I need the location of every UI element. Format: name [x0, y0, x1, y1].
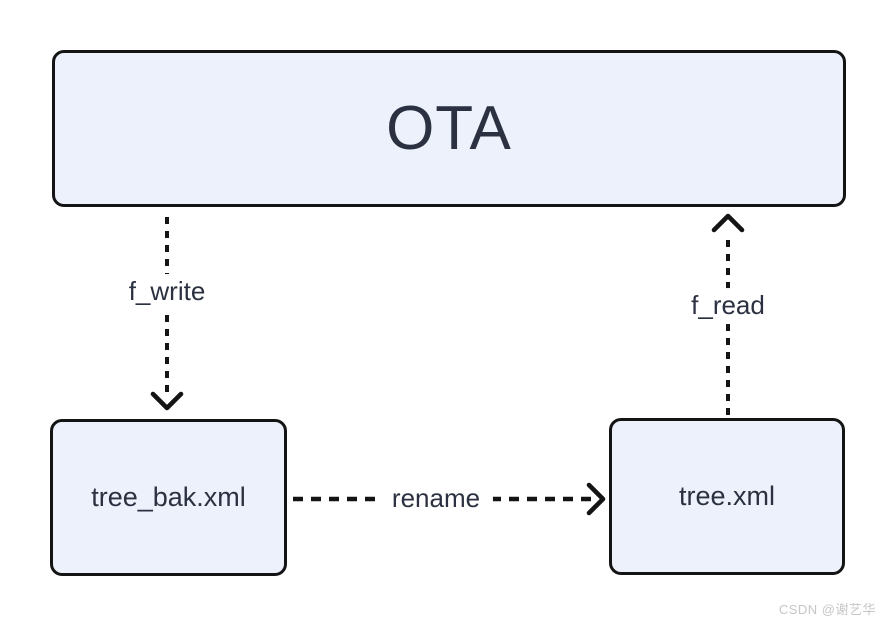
edge-label-f-write: f_write: [118, 274, 216, 310]
edge-f-write: [150, 217, 184, 411]
node-tree-bak-xml: tree_bak.xml: [50, 419, 287, 576]
edge-f-read-arrowhead-icon: [711, 213, 745, 233]
node-ota: OTA: [52, 50, 846, 207]
node-ota-label: OTA: [386, 94, 512, 163]
edge-rename-arrowhead-icon: [586, 482, 606, 516]
edge-label-f-read: f_read: [681, 288, 775, 324]
edge-f-write-arrowhead-icon: [150, 391, 184, 411]
node-tree-xml-label: tree.xml: [678, 481, 776, 511]
node-tree-bak-xml-label: tree_bak.xml: [91, 482, 246, 512]
edge-f-read: [711, 213, 745, 416]
edge-label-rename: rename: [378, 481, 494, 517]
watermark: CSDN @谢艺华: [778, 602, 876, 617]
node-tree-xml: tree.xml: [609, 418, 845, 575]
